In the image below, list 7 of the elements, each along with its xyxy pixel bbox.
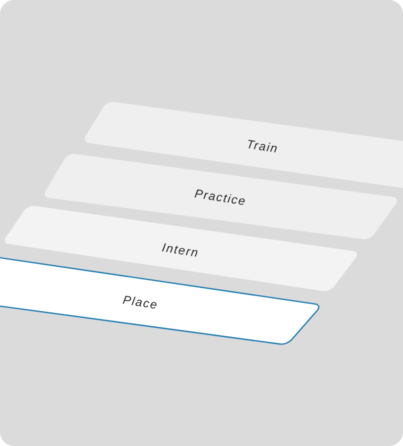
card	[4, 206, 357, 292]
card-label: Intern	[162, 243, 198, 257]
card-label: Practice	[194, 189, 245, 205]
card	[44, 154, 398, 240]
card-label: Train	[248, 140, 277, 152]
card-label: Place	[122, 296, 156, 308]
card	[0, 256, 320, 345]
